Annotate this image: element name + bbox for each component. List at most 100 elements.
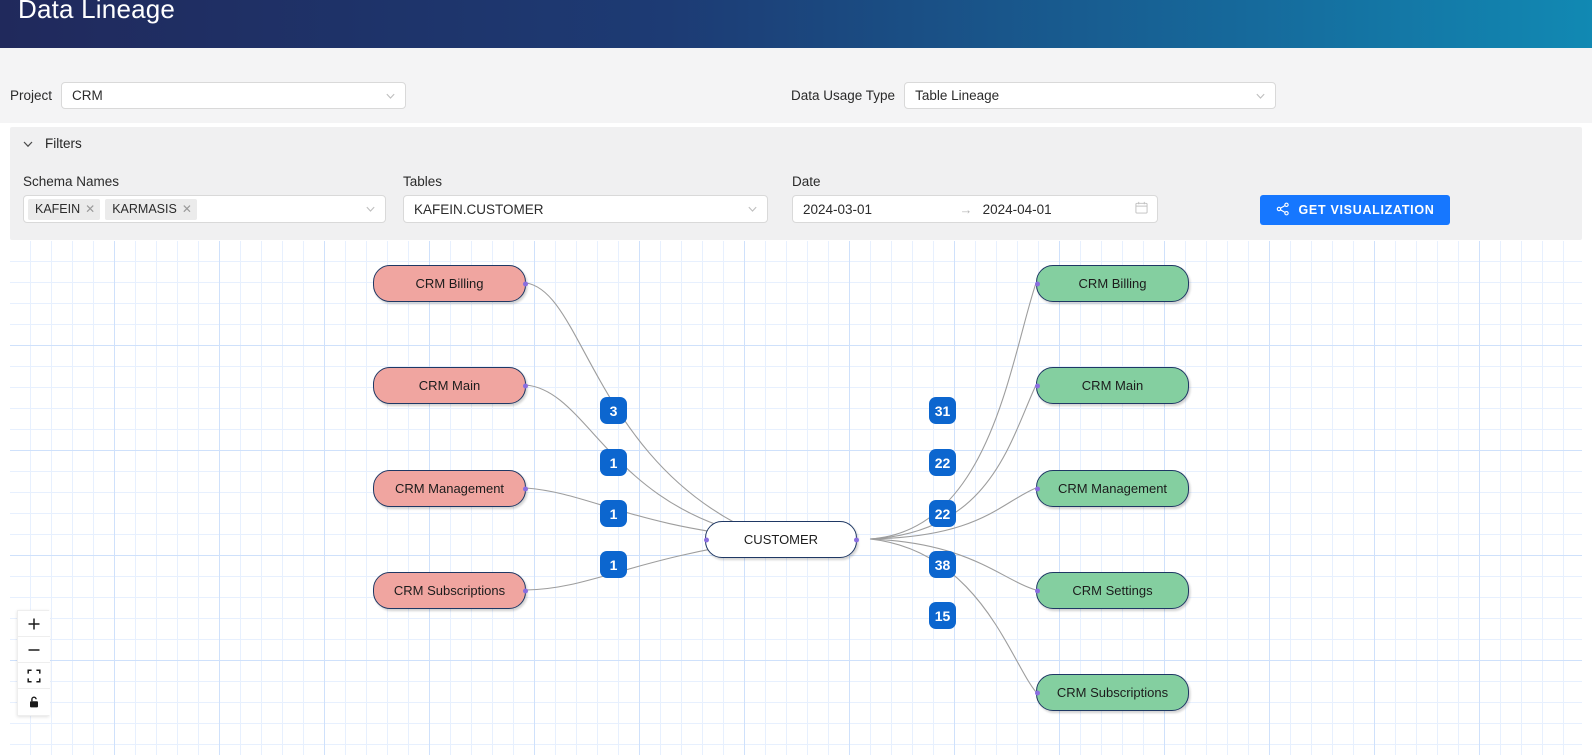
edge-count-value: 38 (935, 557, 951, 573)
edge-count-value: 1 (610, 506, 618, 522)
project-select[interactable]: CRM (61, 82, 406, 109)
zoom-out-button[interactable] (18, 637, 50, 663)
target-node-label: CRM Main (1082, 378, 1143, 393)
target-node[interactable]: CRM Billing (1036, 265, 1189, 302)
lock-interaction-button[interactable] (18, 689, 50, 715)
filter-schema-names: Schema Names KAFEIN ✕ KARMASIS ✕ (23, 174, 386, 223)
node-port-icon (854, 537, 859, 542)
graph-edges (10, 241, 1582, 755)
edge-count-badge[interactable]: 22 (929, 500, 956, 527)
schema-tag-label: KAFEIN (35, 202, 80, 216)
edge-count-badge[interactable]: 31 (929, 397, 956, 424)
schema-tag[interactable]: KAFEIN ✕ (28, 199, 100, 220)
controls-band: Project CRM Data Usage Type Table Lineag… (0, 48, 1592, 123)
target-node[interactable]: CRM Main (1036, 367, 1189, 404)
node-port-icon (1035, 281, 1040, 286)
lock-icon (27, 695, 41, 709)
edge-count-value: 31 (935, 403, 951, 419)
edge-count-badge[interactable]: 3 (600, 397, 627, 424)
node-port-icon (523, 486, 528, 491)
data-usage-type-row: Data Usage Type Table Lineage (791, 82, 1276, 109)
expand-icon (27, 669, 41, 683)
node-port-icon (523, 588, 528, 593)
filter-date: Date 2024-03-01 → 2024-04-01 (792, 174, 1158, 223)
data-usage-type-value: Table Lineage (915, 88, 999, 103)
chevron-down-icon (365, 204, 376, 215)
target-node-label: CRM Settings (1072, 583, 1152, 598)
graph-view-controls (17, 610, 49, 716)
node-port-icon (1035, 588, 1040, 593)
edge-count-badge[interactable]: 15 (929, 602, 956, 629)
fit-view-button[interactable] (18, 663, 50, 689)
edge-count-badge[interactable]: 1 (600, 500, 627, 527)
node-port-icon (523, 383, 528, 388)
target-node-label: CRM Subscriptions (1057, 685, 1168, 700)
center-node-customer[interactable]: CUSTOMER (705, 521, 857, 558)
schema-tag-label: KARMASIS (112, 202, 177, 216)
chevron-down-icon (22, 138, 34, 150)
edge-count-value: 22 (935, 506, 951, 522)
edge-count-value: 22 (935, 455, 951, 471)
chevron-down-icon (747, 204, 758, 215)
target-node-label: CRM Management (1058, 481, 1167, 496)
date-start-field[interactable]: 2024-03-01 (803, 202, 949, 217)
zoom-in-button[interactable] (18, 611, 50, 637)
source-node[interactable]: CRM Main (373, 367, 526, 404)
node-port-icon (704, 537, 709, 542)
filters-title: Filters (45, 136, 82, 151)
edge-count-value: 3 (610, 403, 618, 419)
date-end-field[interactable]: 2024-04-01 (983, 202, 1129, 217)
target-node[interactable]: CRM Subscriptions (1036, 674, 1189, 711)
date-range-separator: → (949, 202, 982, 217)
schema-tag[interactable]: KARMASIS ✕ (105, 199, 197, 220)
get-visualization-label: GET VISUALIZATION (1299, 203, 1435, 217)
tables-select-value: KAFEIN.CUSTOMER (414, 202, 544, 217)
close-icon[interactable]: ✕ (182, 203, 192, 215)
tables-label: Tables (403, 174, 768, 189)
get-visualization-button[interactable]: GET VISUALIZATION (1260, 195, 1450, 225)
source-node-label: CRM Main (419, 378, 480, 393)
project-selector-row: Project CRM (10, 82, 406, 109)
node-port-icon (1035, 486, 1040, 491)
project-label: Project (10, 88, 52, 103)
schema-names-label: Schema Names (23, 174, 386, 189)
plus-icon (27, 617, 41, 631)
share-nodes-icon (1276, 202, 1290, 219)
tables-select[interactable]: KAFEIN.CUSTOMER (403, 195, 768, 223)
target-node[interactable]: CRM Management (1036, 470, 1189, 507)
node-port-icon (523, 281, 528, 286)
node-port-icon (1035, 383, 1040, 388)
edge-count-badge[interactable]: 1 (600, 449, 627, 476)
node-port-icon (1035, 690, 1040, 695)
chevron-down-icon (385, 90, 396, 101)
source-node[interactable]: CRM Management (373, 470, 526, 507)
source-node[interactable]: CRM Billing (373, 265, 526, 302)
edge-count-value: 1 (610, 455, 618, 471)
project-select-value: CRM (72, 88, 103, 103)
target-node[interactable]: CRM Settings (1036, 572, 1189, 609)
page-title: Data Lineage (18, 0, 175, 25)
schema-names-input[interactable]: KAFEIN ✕ KARMASIS ✕ (23, 195, 386, 223)
source-node-label: CRM Management (395, 481, 504, 496)
filters-toggle[interactable]: Filters (22, 136, 82, 151)
edge-count-value: 1 (610, 557, 618, 573)
lineage-graph-canvas[interactable]: CRM Billing CRM Main CRM Management CRM … (10, 241, 1582, 755)
app-header: Data Lineage (0, 0, 1592, 48)
date-range-picker[interactable]: 2024-03-01 → 2024-04-01 (792, 195, 1158, 223)
minus-icon (27, 643, 41, 657)
source-node-label: CRM Billing (416, 276, 484, 291)
calendar-icon (1135, 201, 1148, 217)
edge-count-badge[interactable]: 22 (929, 449, 956, 476)
close-icon[interactable]: ✕ (85, 203, 95, 215)
source-node[interactable]: CRM Subscriptions (373, 572, 526, 609)
edge-count-value: 15 (935, 608, 951, 624)
data-usage-type-label: Data Usage Type (791, 88, 895, 103)
source-node-label: CRM Subscriptions (394, 583, 505, 598)
center-node-label: CUSTOMER (744, 532, 818, 547)
chevron-down-icon (1255, 90, 1266, 101)
edge-count-badge[interactable]: 1 (600, 551, 627, 578)
filter-tables: Tables KAFEIN.CUSTOMER (403, 174, 768, 223)
edge-count-badge[interactable]: 38 (929, 551, 956, 578)
data-usage-type-select[interactable]: Table Lineage (904, 82, 1276, 109)
target-node-label: CRM Billing (1079, 276, 1147, 291)
